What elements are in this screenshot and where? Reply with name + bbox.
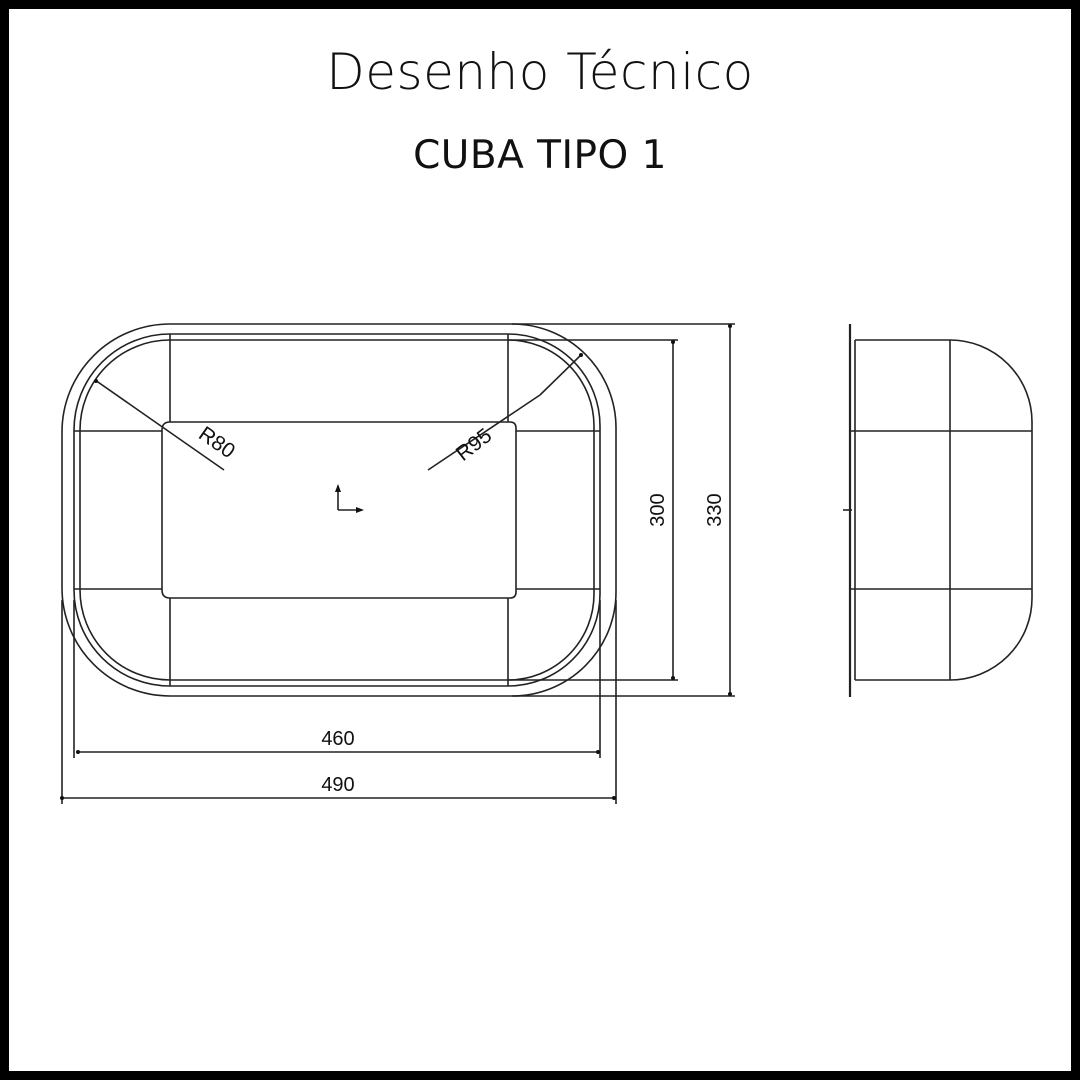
page-subtitle: CUBA TIPO 1 — [413, 133, 667, 178]
dim-label-330: 330 — [704, 493, 726, 526]
radius-leader-left — [94, 379, 225, 471]
radius-leader-right — [427, 394, 541, 471]
radius-label-r95: R95 — [452, 424, 497, 466]
inner-rim-1 — [73, 333, 601, 687]
dim-label-460: 460 — [321, 728, 354, 750]
side-view — [843, 324, 1033, 697]
radius-label-r80: R80 — [194, 422, 239, 463]
dim-label-300: 300 — [647, 493, 669, 526]
top-view — [61, 323, 735, 804]
dim-label-490: 490 — [321, 774, 354, 796]
page-title: Desenho Técnico — [326, 43, 754, 101]
inner-rim-2 — [79, 339, 595, 681]
